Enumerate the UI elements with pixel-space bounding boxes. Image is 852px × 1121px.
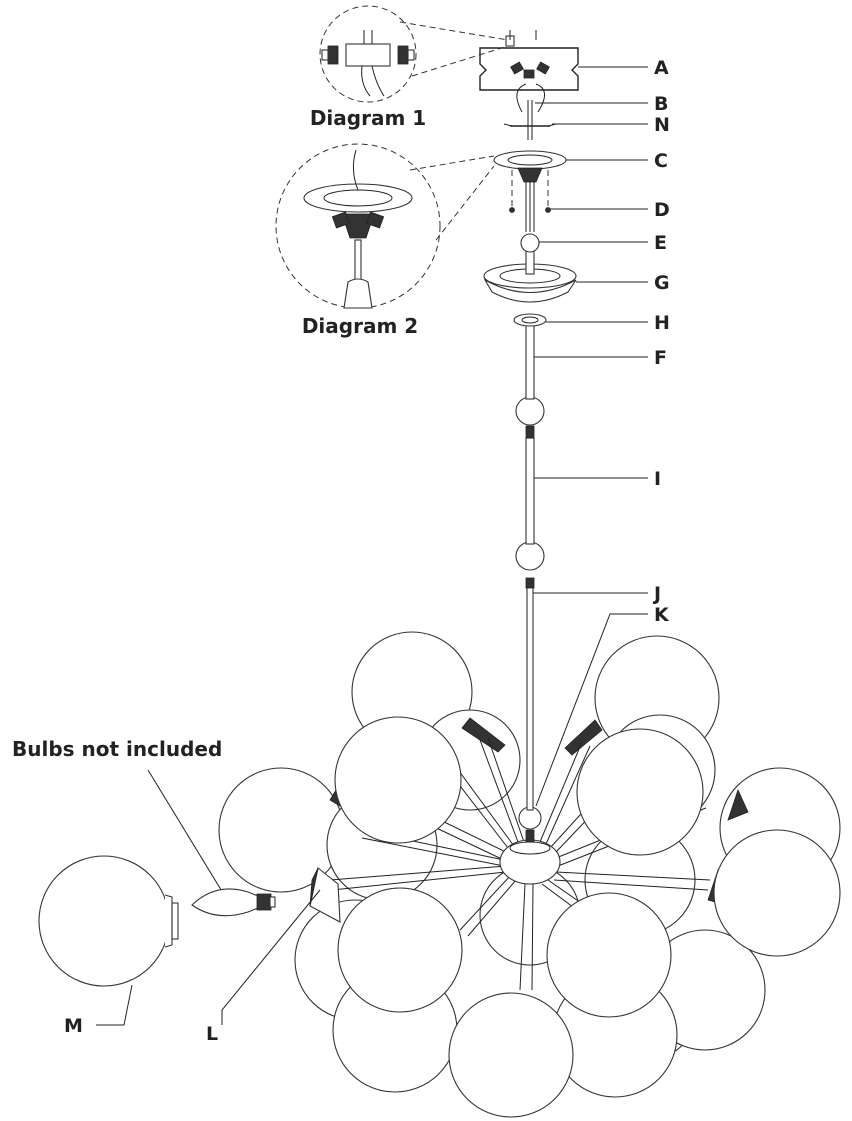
globe [576,728,704,856]
screw-d [545,207,551,213]
socket-cup [564,719,603,756]
rod-i [525,437,535,545]
ball-3 [515,541,545,571]
part-label-a: A [654,57,669,79]
part-label-m: M [64,1015,83,1037]
canopy-g [483,278,577,303]
part-label-i: I [654,468,661,490]
part-label-h: H [654,312,670,334]
part-label-j: J [652,583,661,605]
bulb-icon [191,888,276,917]
socket-cup [461,717,506,753]
bulbs-not-included-note: Bulbs not included [12,737,222,761]
part-label-c: C [654,150,668,172]
globe [713,829,841,957]
diagram-1-inset [319,5,509,103]
part-label-b: B [654,93,668,115]
part-label-g: G [654,272,670,294]
screw-d [509,207,515,213]
junction-box-a [479,47,579,91]
part-label-e: E [654,232,667,254]
stem-assembly [479,30,579,811]
globe [448,992,574,1118]
rod-j [526,584,534,811]
part-label-n: N [654,114,670,136]
part-label-k: K [654,604,670,626]
loose-globe-m [38,855,179,987]
diagram-1-caption: Diagram 1 [310,106,426,130]
center-hub [499,839,561,885]
globe [546,892,672,1018]
ball-e [520,233,540,253]
socket-cup [727,788,749,821]
part-labels: A B N C D E G H F I J K L M [64,57,670,1045]
wires-b [516,83,545,113]
part-label-f: F [654,347,667,369]
part-label-l: L [206,1023,218,1045]
rod-f [525,323,535,400]
diagram-2-caption: Diagram 2 [302,314,418,338]
mounting-plate-c [493,150,567,170]
ring-h [513,313,547,327]
globe [334,716,462,844]
leader-lines [96,66,648,1026]
part-label-d: D [654,199,670,221]
diagram-2-inset [275,143,495,309]
globe-cluster [218,631,841,1118]
globe [337,887,463,1013]
ball-2 [515,396,545,426]
